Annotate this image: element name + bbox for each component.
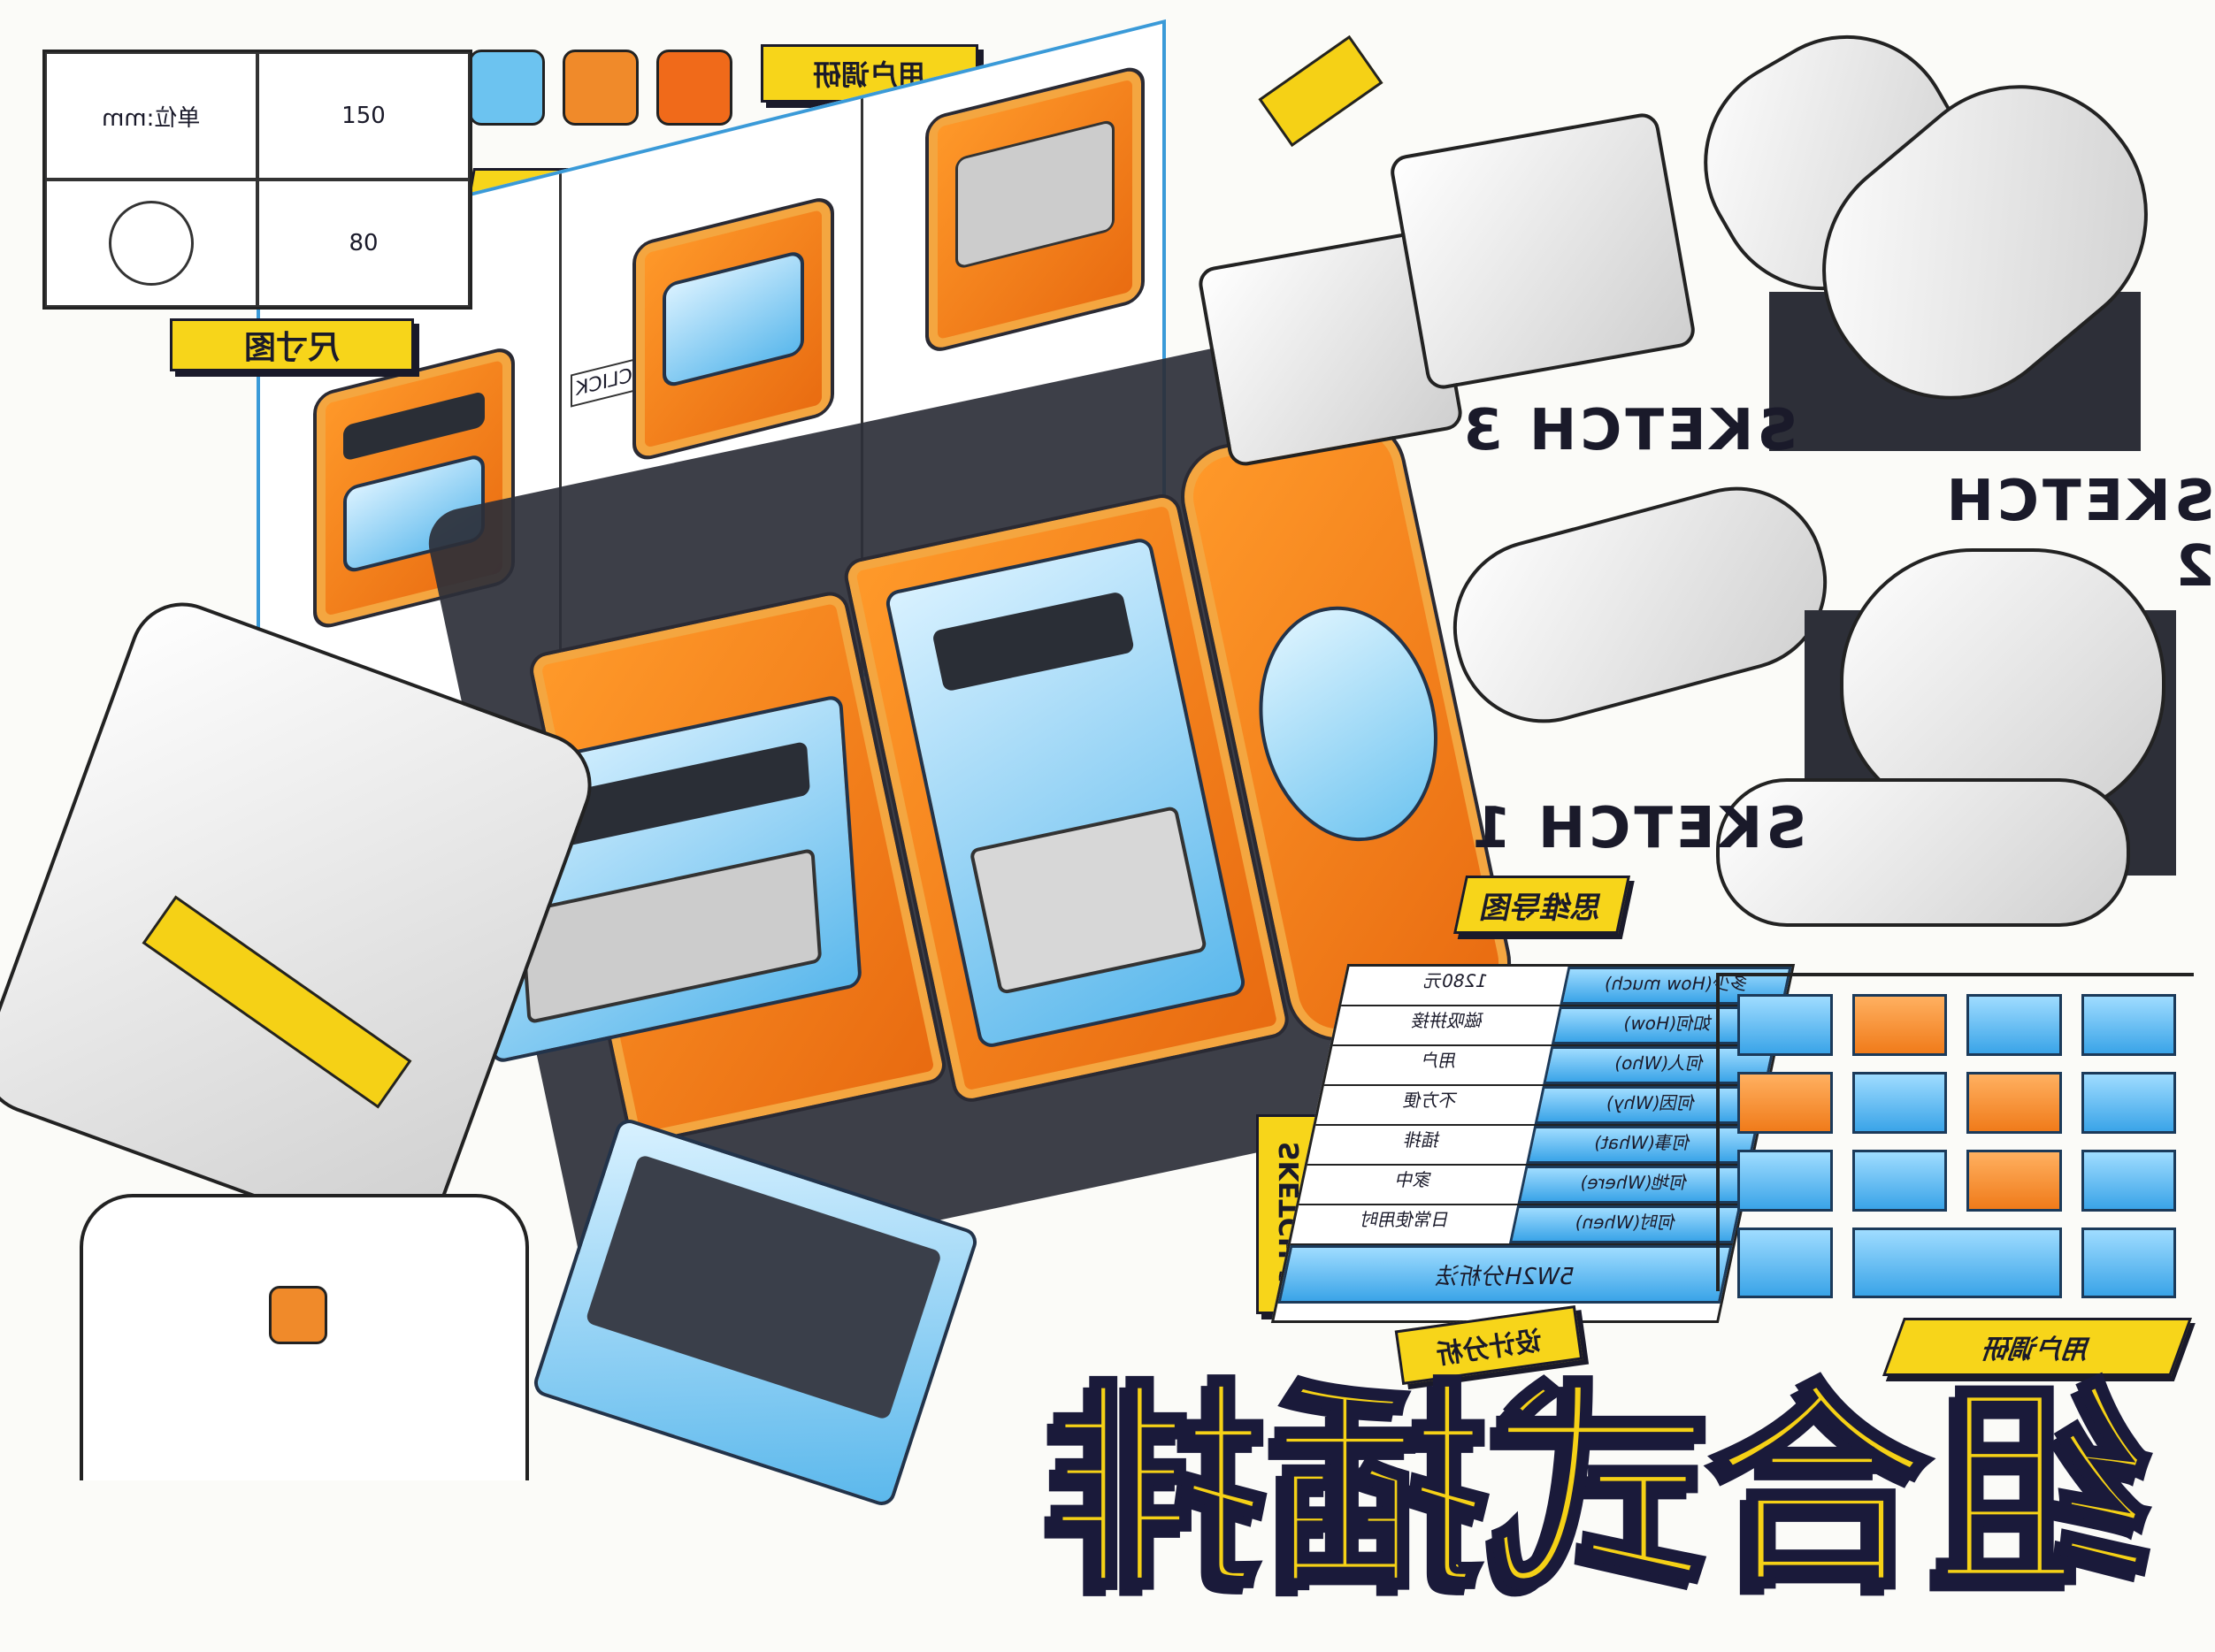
- sketch1-label: SKETCH 1: [1468, 796, 1806, 861]
- row-answer: 家中: [1393, 1169, 1434, 1190]
- click-note: CLICK: [571, 357, 638, 408]
- row-answer: 磁吸拼接: [1409, 1010, 1485, 1031]
- mind-map-node: [2081, 1150, 2176, 1212]
- sketch1-label-text: SKETCH 1: [1468, 796, 1807, 861]
- sketch2-drawing: [1433, 467, 2194, 927]
- mind-map-node: [1737, 1150, 1833, 1212]
- poster-title-text: 组合式插排: [1046, 1358, 2157, 1621]
- row-answer: 用户: [1418, 1050, 1460, 1071]
- outlet-face: [969, 805, 1208, 996]
- dim-value: 80: [349, 230, 379, 256]
- mindmap-text: 思维导图: [1477, 890, 1606, 926]
- five-w-two-h-row: 家中 何地(Where): [1299, 1166, 1750, 1205]
- unit-cell: 单位:mm: [45, 52, 257, 180]
- socket-variant-icon: [656, 50, 732, 126]
- mind-map-node: [2081, 994, 2176, 1056]
- mind-map-node: [1737, 1228, 1833, 1298]
- mind-map-node: [1851, 1228, 2062, 1298]
- five-w-two-h-row: 插排何事(What): [1307, 1126, 1759, 1166]
- mind-map-node: [1966, 1150, 2062, 1212]
- round-socket-icon: [1238, 589, 1459, 859]
- row-answer: 不方便: [1401, 1090, 1460, 1111]
- bottom-left-frame: [80, 1194, 529, 1480]
- dimension-table: 单位:mm 150 80: [42, 50, 472, 310]
- click-text: CLICK: [576, 364, 632, 402]
- top-view-cell: 150: [257, 52, 470, 180]
- socket-variant-icon: [563, 50, 639, 126]
- socket-variant-icon: [469, 50, 545, 126]
- usb-slot: [931, 591, 1135, 692]
- mind-map: [1716, 973, 2194, 1298]
- unit-text: 单位:mm: [102, 104, 201, 132]
- row-question: 何地(Where): [1517, 1166, 1750, 1204]
- dimension-label-text: 尺寸图: [243, 330, 340, 366]
- mindmap-label: 思维导图: [1452, 876, 1631, 934]
- mind-map-node: [2081, 1228, 2176, 1298]
- dimension-label: 尺寸图: [170, 318, 414, 371]
- row-question: 何时(When): [1508, 1205, 1742, 1243]
- sketch3-label: SKETCH 3: [1460, 398, 1797, 463]
- front-view-cell: 80: [257, 180, 470, 307]
- mind-map-node: [1966, 1072, 2062, 1134]
- mind-map-node: [1737, 994, 1833, 1056]
- mind-map-node: [1851, 1072, 1947, 1134]
- row-answer: 日常使用时: [1358, 1209, 1452, 1230]
- five-w-two-h-row: 日常使用时 何时(When): [1290, 1205, 1742, 1245]
- row-answer: 1280元: [1422, 970, 1490, 991]
- five-w-two-h-row: 用户何人(Who): [1323, 1046, 1775, 1086]
- socket-variants: [469, 50, 734, 138]
- socket-face-cell: [45, 180, 257, 307]
- dim-value: 150: [341, 103, 386, 129]
- poster-title: 组合式插排: [1026, 1358, 2176, 1621]
- five-w-two-h-row: 不方便何因(Why): [1315, 1086, 1767, 1126]
- mind-map-node: [1966, 994, 2062, 1056]
- five-w-two-h-header: 5W2H分析法: [1277, 1245, 1733, 1304]
- sketch3-drawing: [1194, 0, 2203, 469]
- five-w-two-h-text: 5W2H分析法: [1432, 1263, 1577, 1290]
- mind-map-node: [2081, 1072, 2176, 1134]
- mind-map-node: [1851, 994, 1947, 1056]
- hero-socket: [883, 536, 1248, 1050]
- sketch3-text: SKETCH 3: [1460, 398, 1798, 463]
- mind-map-node: [1851, 1150, 1947, 1212]
- socket-face-icon: [109, 201, 194, 286]
- mind-map-node: [1737, 1072, 1833, 1134]
- row-answer: 插排: [1401, 1129, 1442, 1151]
